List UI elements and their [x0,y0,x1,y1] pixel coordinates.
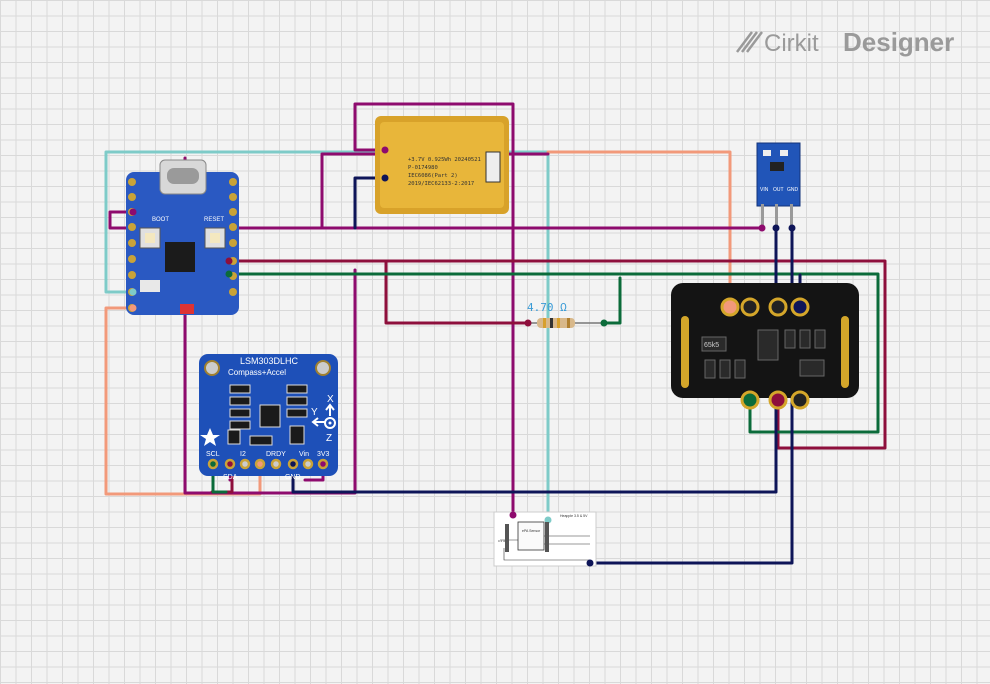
mcu-chip [165,242,195,272]
imu-pin-drdy: DRDY [266,451,286,458]
resistor-label: 4.70 Ω [527,301,567,314]
cirkit-logo-icon [736,31,763,53]
schematic-chip-label: ePA Sensor [522,529,541,533]
imu-pin-3v3: 3V3 [317,451,330,458]
imu-title: LSM303DLHC [240,356,299,366]
voltage-regulator[interactable]: VIN OUT GND [756,142,801,232]
wire-green-main [227,272,880,434]
battery-text-2: P-0174980 [408,165,438,171]
reg-pin-gnd: GND [787,187,799,193]
wire-crimson-res [227,259,530,325]
adafruit-logo-icon [200,428,220,446]
axis-x-label: X [327,394,334,405]
axis-y-label: Y [311,407,318,418]
battery-text-4: 2019/IEC62133-2:2017 [408,181,474,187]
schematic-cap-label: 0.1 uF [498,539,507,543]
imu-subtitle: Compass+Accel [228,368,286,377]
reg-pin-out: OUT [773,187,784,193]
wire-magenta-imu [183,156,357,495]
reg-pin-vin: VIN [760,187,769,193]
brand-bold: Designer [843,27,954,57]
wire-magenta-battery [353,102,515,517]
sensor-chip-label: 65k5 [704,342,719,349]
reset-label: RESET [204,217,224,223]
axis-z-label: Z [326,433,332,444]
wire-salmon-lower [546,150,732,309]
imu-pin-gnd: GND [285,474,301,481]
lipo-battery[interactable]: +3.7V 0.925Wh 20240521 P-0174980 IEC6086… [375,116,509,214]
cirkit-logo: Cirkit Designer [736,27,954,57]
imu-pin-scl: SCL [206,451,220,458]
imu-board[interactable]: LSM303DLHC Compass+Accel X Y Z SCL SDA I… [199,354,338,481]
schematic-module[interactable]: Heapple 3.5 & 5V ePA Sensor 0.1 uF [493,511,597,567]
wire-salmon-upper [104,306,262,496]
battery-text-1: +3.7V 0.925Wh 20240521 [408,157,481,163]
sensor-board[interactable]: 65k5 [671,283,859,410]
battery-text-3: IEC6086(Part 2) [408,173,458,179]
schematic-title: Heapple 3.5 & 5V [560,514,588,518]
wire-green-res [602,276,622,325]
resistor[interactable]: 4.70 Ω [524,301,608,328]
imu-pin-vin: Vin [299,451,309,458]
mcu-wire-dots [129,146,389,312]
imu-pin-i2: I2 [240,451,246,458]
mcu-board[interactable]: BOOT RESET [126,159,239,315]
boot-label: BOOT [152,217,169,223]
brand-light: Cirkit [764,30,819,57]
imu-pin-sda: SDA [223,474,238,481]
